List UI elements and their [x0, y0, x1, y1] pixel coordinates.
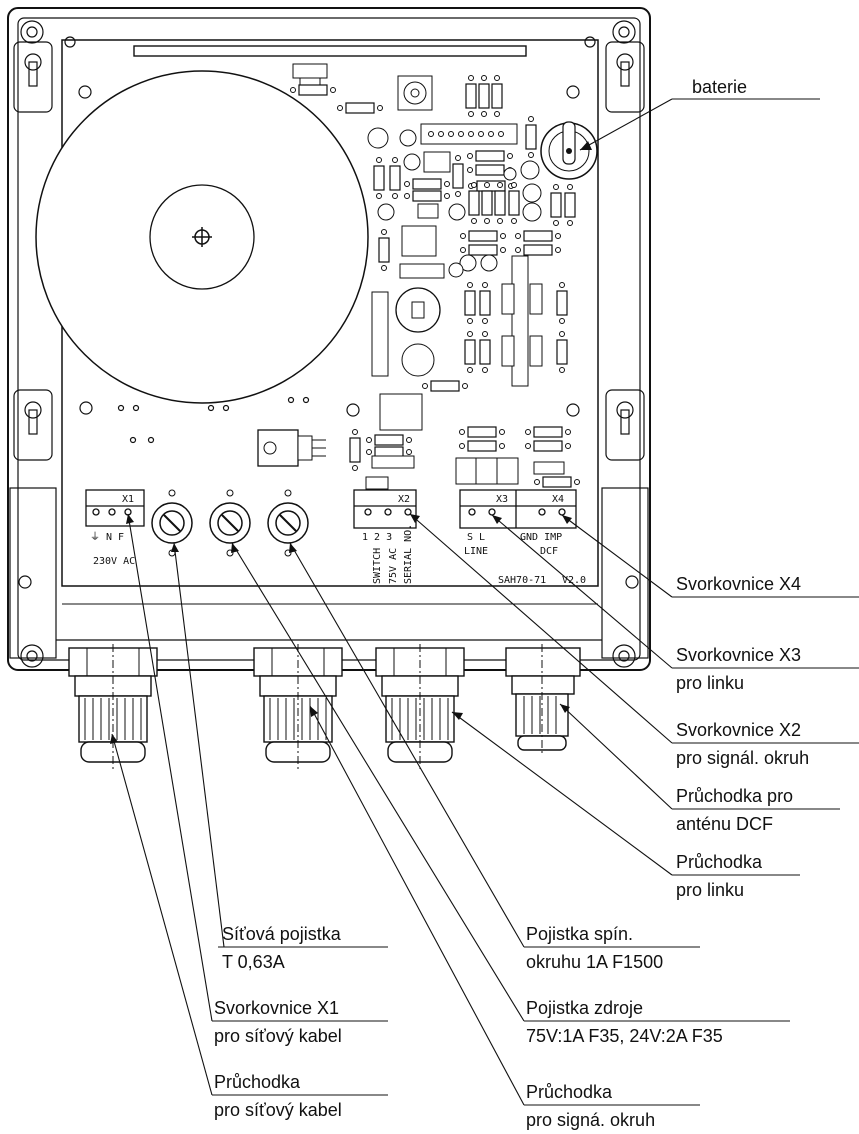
- x2-voltage: 75V AC: [388, 548, 399, 584]
- label-gland-dcf-sub: anténu DCF: [676, 814, 774, 834]
- transformer: [35, 70, 369, 404]
- fuse-switch: [267, 489, 309, 557]
- label-terminal-x3: Svorkovnice X3: [676, 645, 802, 665]
- label-fuse-switch-sub: okruhu 1A F1500: [526, 952, 664, 972]
- x1-pins: ⏚ N F: [90, 531, 124, 543]
- label-gland-signal-sub: pro signá. okruh: [526, 1110, 656, 1130]
- x3-pins: S L: [467, 532, 485, 543]
- pcb-components: [257, 63, 581, 490]
- x3-label: X3: [496, 494, 508, 505]
- board-model: SAH70-71: [498, 575, 546, 586]
- x2-label: X2: [398, 494, 410, 505]
- mounting-keyholes: [13, 41, 645, 589]
- gland-signal: [253, 643, 343, 773]
- label-gland-line-sub: pro linku: [676, 880, 745, 900]
- label-underlines: [212, 98, 859, 1106]
- leader-lines: [111, 98, 673, 1106]
- board-version: V2.0: [562, 575, 586, 586]
- label-gland-line: Průchodka: [676, 852, 763, 872]
- label-fuse-mains: Síťová pojistka: [222, 924, 341, 944]
- x4-name: DCF: [540, 546, 558, 557]
- label-terminal-x2: Svorkovnice X2: [676, 720, 802, 740]
- label-gland-mains-sub: pro síťový kabel: [214, 1100, 342, 1120]
- label-terminal-x3-sub: pro linku: [676, 673, 745, 693]
- x1-voltage: 230V AC: [93, 556, 135, 567]
- x3-name: LINE: [464, 546, 488, 557]
- x1-label: X1: [122, 494, 134, 505]
- battery-holder: [540, 121, 598, 180]
- label-fuse-mains-sub: T 0,63A: [222, 952, 285, 972]
- terminal-x2: [353, 489, 417, 529]
- label-fuse-supply: Pojistka zdroje: [526, 998, 644, 1018]
- fuse-mains: [151, 489, 193, 557]
- label-terminal-x1-sub: pro síťový kabel: [214, 1026, 342, 1046]
- label-fuse-supply-sub: 75V:1A F35, 24V:2A F35: [526, 1026, 723, 1046]
- x4-pins: GND IMP: [520, 532, 562, 543]
- x2-pins: 1 2 3: [362, 532, 392, 543]
- label-gland-mains: Průchodka: [214, 1072, 301, 1092]
- fuse-supply: [209, 489, 251, 557]
- gland-dcf: [505, 644, 581, 756]
- label-gland-dcf: Průchodka pro: [676, 786, 794, 806]
- label-fuse-switch: Pojistka spín.: [526, 924, 634, 944]
- label-terminal-x1: Svorkovnice X1: [214, 998, 340, 1018]
- label-gland-signal: Průchodka: [526, 1082, 613, 1102]
- gland-line: [375, 643, 465, 773]
- label-terminal-x2-sub: pro signál. okruh: [676, 748, 810, 768]
- label-battery: baterie: [692, 77, 748, 97]
- x2-switch: SWITCH: [372, 548, 383, 584]
- mounting-holes: [78, 85, 580, 444]
- corner-screws: [20, 20, 636, 668]
- terminal-x1: [85, 489, 145, 527]
- pcb-edge-strip: [133, 45, 527, 57]
- leader-arrowheads: [110, 141, 592, 744]
- x4-label: X4: [552, 494, 564, 505]
- label-terminal-x4: Svorkovnice X4: [676, 574, 802, 594]
- terminal-x3-x4: [459, 489, 577, 529]
- board-silkscreen: X1 ⏚ N F 230V AC X2 1 2 3 SWITCH 75V AC …: [90, 494, 586, 586]
- gland-mains: [68, 643, 158, 773]
- x2-serial: SERIAL NO.: [403, 524, 414, 584]
